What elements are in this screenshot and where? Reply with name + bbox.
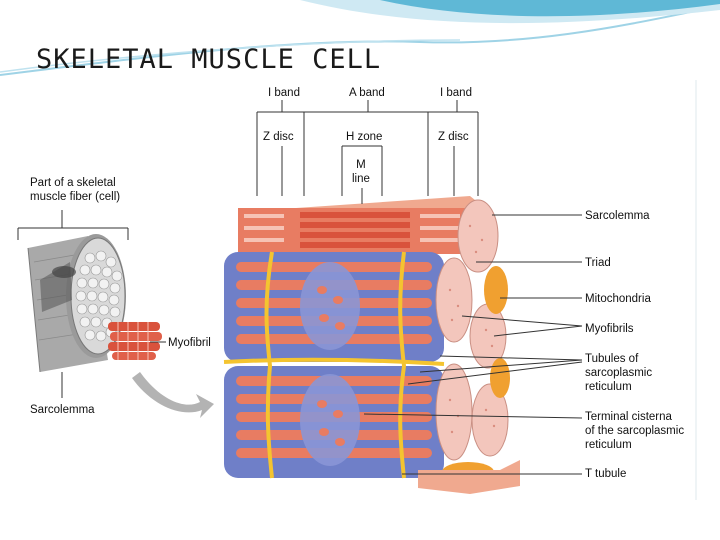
label-triad: Triad [585, 257, 611, 269]
label-i-band-left: I band [268, 87, 300, 99]
slide-title: SKELETAL MUSCLE CELL [36, 44, 382, 75]
label-i-band-right: I band [440, 87, 472, 99]
label-myofibril: Myofibril [168, 337, 211, 349]
band-brackets [256, 100, 479, 204]
label-part-of-fiber: Part of a skeletal muscle fiber (cell) [30, 177, 121, 203]
leader-lines [363, 214, 583, 475]
label-m-line: M line [352, 159, 370, 185]
label-sarcolemma-left: Sarcolemma [30, 404, 95, 416]
label-terminal-cisterna: Terminal cisterna of the sarcoplasmic re… [585, 411, 685, 451]
label-h-zone: H zone [346, 131, 383, 143]
label-a-band: A band [349, 87, 385, 99]
label-mitochondria: Mitochondria [585, 293, 651, 305]
muscle-block [223, 196, 520, 494]
label-t-tubule: T tubule [585, 468, 627, 480]
label-tubules-sr: Tubules of sarcoplasmic reticulum [585, 353, 653, 393]
label-z-disc-right: Z disc [438, 131, 469, 143]
fiber-cross-section [17, 210, 214, 418]
label-sarcolemma-right: Sarcolemma [585, 210, 650, 222]
header-wave-decoration [0, 0, 720, 78]
label-myofibrils: Myofibrils [585, 323, 634, 335]
label-z-disc-left: Z disc [263, 131, 294, 143]
